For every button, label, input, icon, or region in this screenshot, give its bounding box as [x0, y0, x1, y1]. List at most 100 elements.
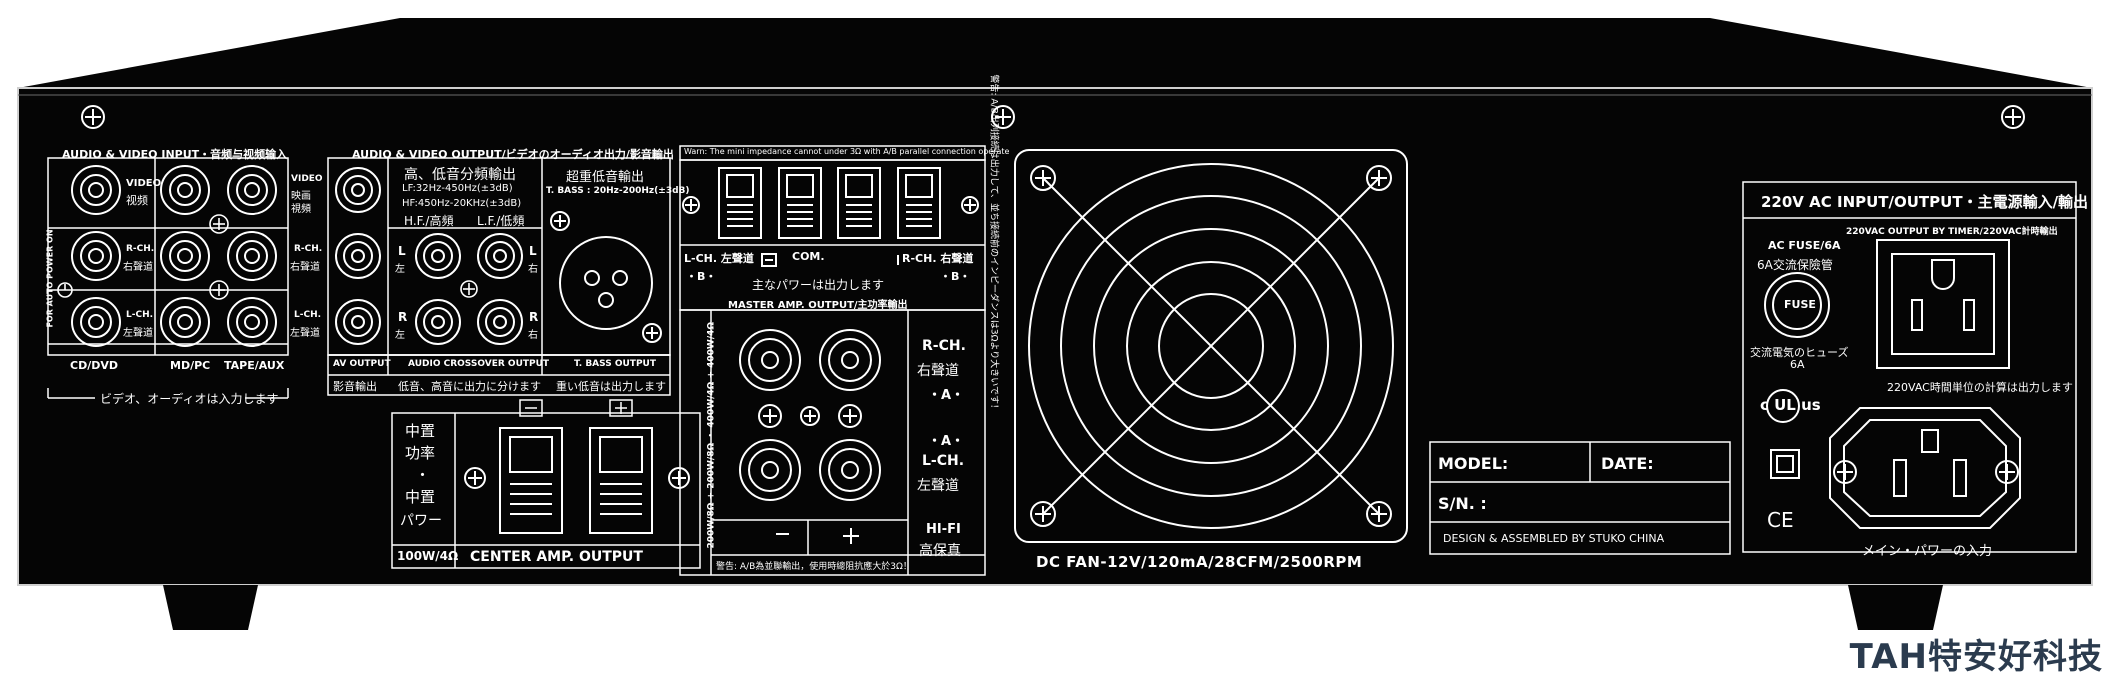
master-hifi: HI-FI: [926, 522, 961, 537]
center-rating: 100W/4Ω: [397, 549, 459, 563]
center-cn1: 中置: [405, 422, 436, 440]
xover-hf-label: H.F./高頻: [404, 214, 454, 228]
master-amp-sockets[interactable]: [739, 329, 881, 501]
av-output-small-screws: [460, 280, 478, 298]
av-output-jacks[interactable]: [335, 167, 523, 345]
master-l-cn: 左聲道: [917, 478, 959, 494]
av-output-rch-cn: 右聲道: [290, 262, 320, 273]
plate-model: MODEL:: [1438, 454, 1509, 473]
av-input-tape-aux: TAPE/AUX: [224, 359, 285, 372]
speaker-com: COM.: [792, 250, 825, 263]
fuse-cn: 6A交流保險管: [1757, 258, 1833, 272]
master-amp-vertical-warning: 警告: A/B出列接続は出力して、並ち接続前のインピーダンスは3Ωより大きいです…: [988, 74, 999, 414]
xover-left-cn-2: 左: [395, 330, 405, 341]
ground-switch-box: [1770, 449, 1800, 479]
av-output-section: [327, 157, 671, 396]
master-r-cn: 右聲道: [917, 363, 959, 379]
xover-r-mark-right: R: [529, 310, 539, 324]
av-input-cd-dvd: CD/DVD: [70, 359, 118, 372]
watermark: TAH特安好科技: [1849, 637, 2103, 677]
av-input-lch-cn: 左聲道: [123, 328, 153, 339]
av-input-video-cn: 视频: [126, 194, 148, 207]
speaker-b-left: ・B・: [686, 270, 717, 283]
center-jp1: 中置: [405, 488, 436, 506]
center-amp-section: [391, 399, 701, 569]
plus-minus-marks: [761, 253, 899, 544]
model-plate: [1429, 441, 1731, 555]
bass-output-label: T. BASS OUTPUT: [574, 359, 656, 369]
timer-label: 220VAC OUTPUT BY TIMER/220VAC計時輸出: [1846, 227, 2058, 237]
av-input-title: AUDIO & VIDEO INPUT・音频与视频输入: [62, 148, 288, 161]
center-amp-binding-posts[interactable]: [464, 427, 690, 534]
av-output-lch-label: L-CH.: [294, 310, 322, 320]
fuse-holder[interactable]: [1764, 272, 1830, 338]
plate-sn: S/N. :: [1438, 494, 1487, 513]
cooling-fan: [1014, 149, 1408, 543]
av-input-small-screws: [57, 214, 229, 300]
master-r-ch: R-CH.: [922, 338, 966, 354]
bass-note: 重い低音は出力します: [556, 380, 666, 393]
xover-hf-range: HF:450Hz-20KHz(±3dB): [402, 198, 522, 209]
av-input-video-label: VIDEO: [126, 178, 162, 189]
fan-label: DC FAN-12V/120mA/28CFM/2500RPM: [1036, 553, 1363, 571]
master-a-top: ・A・: [928, 388, 965, 403]
xover-r-mark-left: R: [398, 310, 408, 324]
main-input-label: メイン・パワーの入力: [1862, 544, 1993, 559]
av-input-section: [47, 157, 289, 399]
center-label: CENTER AMP. OUTPUT: [470, 549, 643, 565]
master-a-bottom: ・A・: [928, 434, 965, 449]
center-jp2: パワー: [400, 513, 442, 529]
power-title: 220V AC INPUT/OUTPUT・主電源輸入/輸出: [1761, 193, 2089, 211]
xover-right-cn: 右: [528, 264, 538, 275]
bass-title: 超重低音輸出: [566, 170, 645, 185]
power-section: [1742, 181, 2077, 553]
iec-power-inlet[interactable]: [1829, 407, 2021, 529]
av-input-rch-cn: 右聲道: [123, 262, 153, 273]
center-cn2: 功率: [405, 444, 436, 462]
xlr-bass-connector[interactable]: [550, 211, 662, 343]
xover-output-label: AUDIO CROSSOVER OUTPUT: [408, 359, 550, 369]
fuse-label: FUSE: [1784, 298, 1816, 311]
left-foot: [163, 585, 258, 630]
screw-top-center: [991, 105, 1015, 129]
master-hifi-cn: 高保真: [919, 543, 961, 559]
speaker-terminal-section: [679, 145, 986, 576]
xover-lf-label: L.F./低頻: [477, 214, 525, 228]
av-output-video-label: VIDEO: [291, 174, 323, 184]
master-amp-title: MASTER AMP. OUTPUT/主功率輸出: [728, 300, 908, 311]
ul-certification-icon: [1766, 389, 1800, 423]
ce-mark: CE: [1767, 508, 1794, 532]
xover-left-cn: 左: [395, 264, 405, 275]
xover-l-mark-right: L: [529, 244, 537, 258]
timer-outlet[interactable]: [1876, 239, 2010, 369]
plate-designed: DESIGN & ASSEMBLED BY STUKO CHINA: [1443, 532, 1665, 545]
xover-lf-range: LF:32Hz-450Hz(±3dB): [402, 183, 513, 194]
av-output-video-jp: 映画: [291, 191, 311, 202]
screw-top-right: [2001, 105, 2025, 129]
av-output-lch-cn: 左聲道: [290, 328, 320, 339]
fuse-jp: 交流電気のヒューズ: [1750, 346, 1849, 359]
speaker-main-power-note: 主なパワーは出力します: [752, 278, 885, 292]
av-input-jacks[interactable]: [71, 165, 277, 347]
xover-note: 低音、高音に出力に分けます: [398, 380, 541, 393]
av-input-lch-label: L-CH.: [126, 310, 154, 320]
av-input-rch-label: R-CH.: [126, 244, 155, 254]
av-output-title: AUDIO & VIDEO OUTPUT/ビデオのオーディオ出力/影音輸出: [352, 148, 674, 161]
xover-l-mark-left: L: [398, 244, 406, 258]
speaker-rch: R-CH. 右聲道: [902, 252, 974, 265]
right-foot: [1848, 585, 1943, 630]
screw-top-left: [81, 105, 105, 129]
av-output-label: AV OUTPUT: [333, 359, 391, 369]
ul-mark: c UL us: [1760, 396, 1821, 414]
bass-range: T. BASS : 20Hz-200Hz(±3dB): [546, 186, 690, 196]
av-input-note: ビデオ、オーディオは入力します: [100, 392, 279, 406]
speaker-binding-posts[interactable]: [682, 167, 979, 239]
av-input-side-label: FOR AUTO POWER ON: [45, 229, 55, 328]
av-output-rch-label: R-CH.: [294, 244, 323, 254]
av-input-md-pc: MD/PC: [170, 359, 211, 372]
chassis-top-bevel: [18, 18, 2092, 88]
speaker-lch: L-CH. 左聲道: [684, 252, 754, 265]
speaker-b-right: ・B・: [940, 270, 971, 283]
fuse-title: AC FUSE/6A: [1768, 239, 1841, 252]
